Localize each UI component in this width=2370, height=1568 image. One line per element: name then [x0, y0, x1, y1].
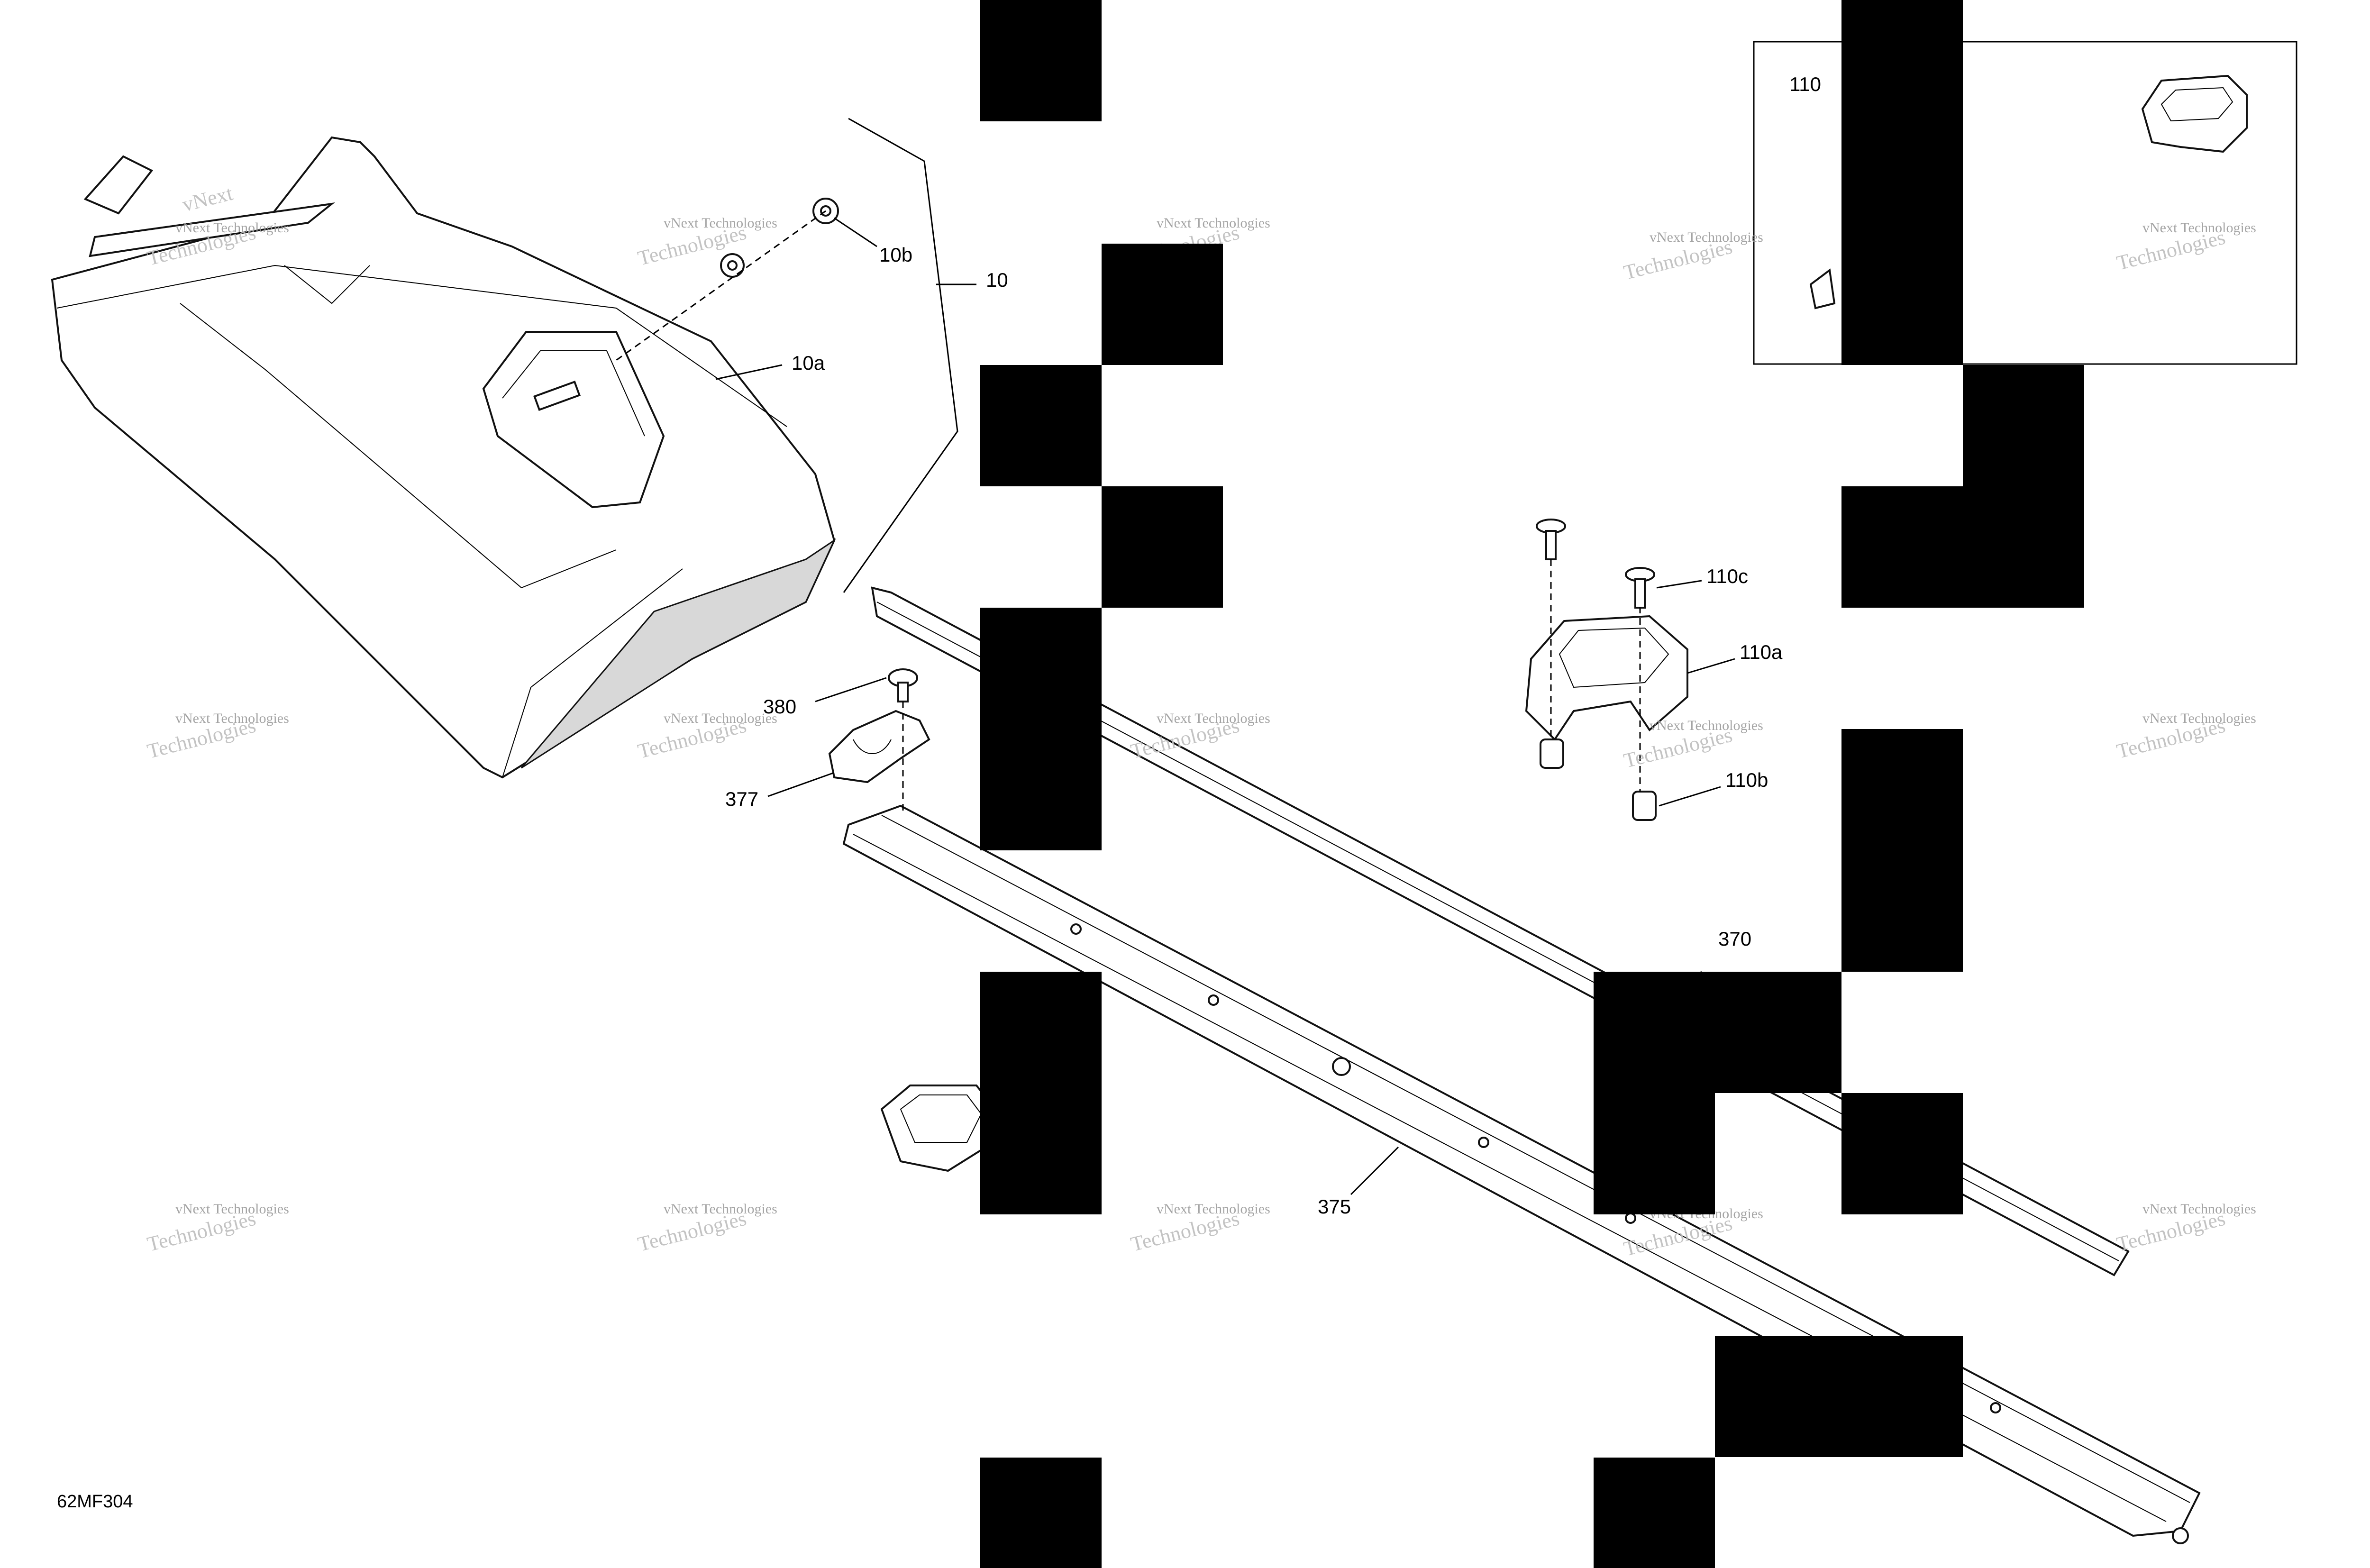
insert-110b-part	[1540, 738, 1657, 821]
leader-375	[1350, 1146, 1399, 1195]
watermark-text: vNext Technologies	[1157, 1201, 1270, 1217]
leader-10b	[834, 217, 877, 247]
watermark-text: vNext Technologies	[175, 220, 289, 236]
callout-110a: 110a	[1740, 641, 1783, 663]
watermark-text: vNext Technologies	[1157, 711, 1270, 726]
watermark-text: vNext Technologies	[1157, 215, 1270, 231]
handle-inset-fragment	[1809, 268, 1836, 310]
callout-110b: 110b	[1725, 769, 1768, 791]
diagram-code: 62MF304	[57, 1492, 133, 1512]
seat-housing-part	[51, 136, 836, 779]
callout-380: 380	[763, 695, 796, 718]
watermark-text: vNext Technologies	[664, 711, 777, 726]
watermark-text: vNext Technologies	[2142, 1201, 2256, 1217]
redaction-blocks	[980, 0, 2084, 1568]
fastener-380-part	[888, 668, 918, 702]
handle-110a-part	[1525, 615, 1688, 741]
callout-110: 110	[1789, 73, 1821, 95]
watermark-logo: vNext	[180, 182, 235, 217]
watermark-text: vNext Technologies	[2142, 711, 2256, 726]
callout-375: 375	[1318, 1195, 1351, 1218]
watermark-text: vNext Technologies	[664, 1201, 777, 1217]
callout-370: 370	[1718, 928, 1751, 950]
callout-10a: 10a	[792, 352, 825, 374]
callout-10: 10	[986, 269, 1008, 291]
watermark-text: vNext Technologies	[175, 711, 289, 726]
leader-380	[815, 677, 887, 702]
leader-110a	[1687, 658, 1735, 674]
bracket-10	[843, 118, 958, 593]
inset-box-110	[1753, 41, 2297, 365]
assembly-line-10b	[616, 210, 826, 361]
leader-377	[767, 772, 835, 797]
callout-10b: 10b	[879, 244, 912, 266]
handle-foot-part	[880, 1085, 997, 1172]
leader-110b	[1659, 786, 1721, 807]
watermark-text: vNext Technologies	[2142, 220, 2256, 236]
watermark-text: vNext Technologies	[1650, 229, 1763, 245]
watermark-text: vNext Technologies	[175, 1201, 289, 1217]
screw-110c-part	[1536, 519, 1655, 609]
leader-10a	[715, 364, 783, 380]
leader-110c	[1656, 580, 1702, 589]
handle-110-inset-part	[2141, 74, 2248, 153]
callout-377: 377	[725, 788, 758, 810]
clip-377-part	[828, 710, 930, 784]
watermark-text: vNext Technologies	[1650, 718, 1763, 733]
watermark-text: vNext Technologies	[664, 215, 777, 231]
callout-110c: 110c	[1706, 565, 1748, 587]
